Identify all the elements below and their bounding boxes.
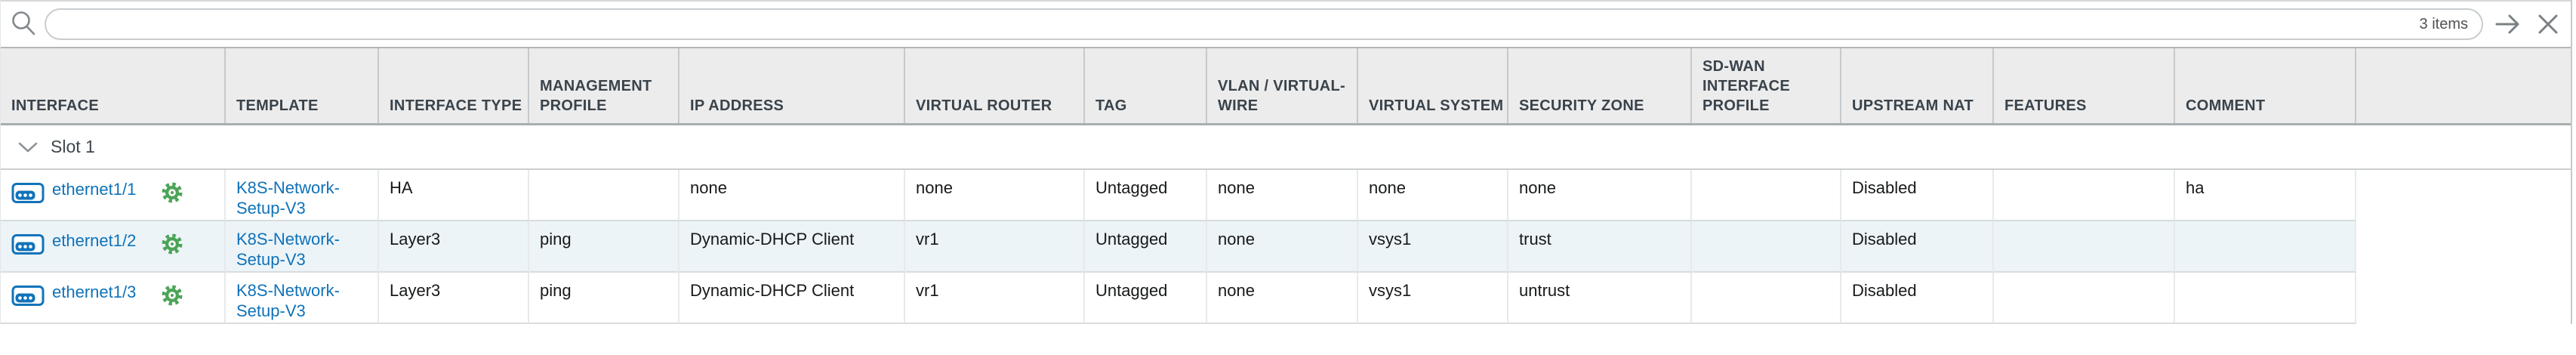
search-field-container: 3 items: [45, 8, 2483, 40]
interface-type-cell: Layer3: [379, 273, 529, 324]
column-header-interface-type[interactable]: INTERFACE TYPE: [379, 48, 529, 123]
upstream-nat-cell: Disabled: [1841, 170, 1994, 221]
column-header-upstream-nat[interactable]: UPSTREAM NAT: [1841, 48, 1994, 123]
management-profile-cell: ping: [529, 221, 679, 273]
tag-cell: Untagged: [1085, 170, 1207, 221]
virtual-system-cell: none: [1358, 170, 1508, 221]
vlan-virtual-wire-cell: none: [1207, 273, 1358, 324]
features-cell: [1994, 170, 2175, 221]
tag-cell: Untagged: [1085, 221, 1207, 273]
column-header-sdwan-interface-profile[interactable]: SD-WAN INTERFACE PROFILE: [1692, 48, 1841, 123]
column-header-virtual-system[interactable]: VIRTUAL SYSTEM: [1358, 48, 1508, 123]
column-header-vlan-virtual-wire[interactable]: VLAN / VIRTUAL-WIRE: [1207, 48, 1358, 123]
template-cell: K8S-Network-Setup-V3: [226, 273, 379, 324]
upstream-nat-cell: Disabled: [1841, 273, 1994, 324]
template-cell: K8S-Network-Setup-V3: [226, 221, 379, 273]
column-header-features[interactable]: FEATURES: [1994, 48, 2175, 123]
interface-type-cell: Layer3: [379, 221, 529, 273]
interfaces-panel: 3 items INTERFACE TEMPLATE INTERFACE TYP…: [0, 0, 2572, 324]
chevron-down-icon[interactable]: [17, 140, 39, 154]
sdwan-interface-profile-cell: [1692, 273, 1841, 324]
ethernet-port-icon: [11, 283, 45, 307]
column-header-spacer: [2356, 48, 2571, 123]
security-zone-cell: none: [1508, 170, 1692, 221]
upstream-nat-cell: Disabled: [1841, 221, 1994, 273]
template-link[interactable]: K8S-Network-Setup-V3: [236, 178, 340, 218]
apply-filter-arrow-icon[interactable]: [2491, 12, 2525, 36]
virtual-router-cell: vr1: [905, 221, 1085, 273]
features-cell: [1994, 221, 2175, 273]
ip-address-cell: Dynamic-DHCP Client: [679, 273, 905, 324]
column-header-ip-address[interactable]: IP ADDRESS: [679, 48, 905, 123]
column-header-virtual-router[interactable]: VIRTUAL ROUTER: [905, 48, 1085, 123]
slot-group-row[interactable]: Slot 1: [1, 125, 2571, 170]
interface-status-gear-icon[interactable]: [161, 284, 183, 307]
template-cell: K8S-Network-Setup-V3: [226, 170, 379, 221]
interface-cell: ethernet1/3: [1, 273, 226, 324]
template-link[interactable]: K8S-Network-Setup-V3: [236, 281, 340, 320]
virtual-router-cell: none: [905, 170, 1085, 221]
search-bar: 3 items: [1, 0, 2571, 47]
search-input[interactable]: [61, 14, 2409, 35]
virtual-router-cell: vr1: [905, 273, 1085, 324]
ip-address-cell: none: [679, 170, 905, 221]
column-header-template[interactable]: TEMPLATE: [226, 48, 379, 123]
interface-status-gear-icon[interactable]: [161, 233, 183, 255]
interface-row: ethernet1/1 K8S-Network-Setup-V3 HA none…: [1, 170, 2571, 221]
comment-cell: [2175, 221, 2356, 273]
virtual-system-cell: vsys1: [1358, 221, 1508, 273]
virtual-system-cell: vsys1: [1358, 273, 1508, 324]
search-icon[interactable]: [10, 10, 37, 39]
comment-cell: [2175, 273, 2356, 324]
interface-link[interactable]: ethernet1/2: [52, 231, 137, 250]
slot-group-label: Slot 1: [51, 137, 95, 156]
interface-link[interactable]: ethernet1/1: [52, 180, 137, 199]
ip-address-cell: Dynamic-DHCP Client: [679, 221, 905, 273]
management-profile-cell: ping: [529, 273, 679, 324]
interface-link[interactable]: ethernet1/3: [52, 282, 137, 301]
ethernet-port-icon: [11, 232, 45, 255]
column-header-management-profile[interactable]: MANAGEMENT PROFILE: [529, 48, 679, 123]
ethernet-port-icon: [11, 181, 45, 204]
interface-cell: ethernet1/1: [1, 170, 226, 221]
features-cell: [1994, 273, 2175, 324]
items-count-badge: 3 items: [2419, 15, 2468, 32]
vlan-virtual-wire-cell: none: [1207, 221, 1358, 273]
table-header-row: INTERFACE TEMPLATE INTERFACE TYPE MANAGE…: [1, 47, 2571, 125]
column-header-comment[interactable]: COMMENT: [2175, 48, 2356, 123]
interface-status-gear-icon[interactable]: [161, 181, 183, 204]
interface-cell: ethernet1/2: [1, 221, 226, 273]
interface-type-cell: HA: [379, 170, 529, 221]
tag-cell: Untagged: [1085, 273, 1207, 324]
row-spacer-cell: [2356, 273, 2571, 324]
interface-row: ethernet1/2 K8S-Network-Setup-V3 Layer3 …: [1, 221, 2571, 273]
sdwan-interface-profile-cell: [1692, 170, 1841, 221]
management-profile-cell: [529, 170, 679, 221]
template-link[interactable]: K8S-Network-Setup-V3: [236, 230, 340, 269]
comment-cell: ha: [2175, 170, 2356, 221]
sdwan-interface-profile-cell: [1692, 221, 1841, 273]
column-header-security-zone[interactable]: SECURITY ZONE: [1508, 48, 1692, 123]
security-zone-cell: trust: [1508, 221, 1692, 273]
row-spacer-cell: [2356, 221, 2571, 273]
column-header-tag[interactable]: TAG: [1085, 48, 1207, 123]
vlan-virtual-wire-cell: none: [1207, 170, 1358, 221]
column-header-interface[interactable]: INTERFACE: [1, 48, 226, 123]
security-zone-cell: untrust: [1508, 273, 1692, 324]
row-spacer-cell: [2356, 170, 2571, 221]
interface-row: ethernet1/3 K8S-Network-Setup-V3 Layer3 …: [1, 273, 2571, 324]
clear-filter-icon[interactable]: [2533, 12, 2563, 36]
